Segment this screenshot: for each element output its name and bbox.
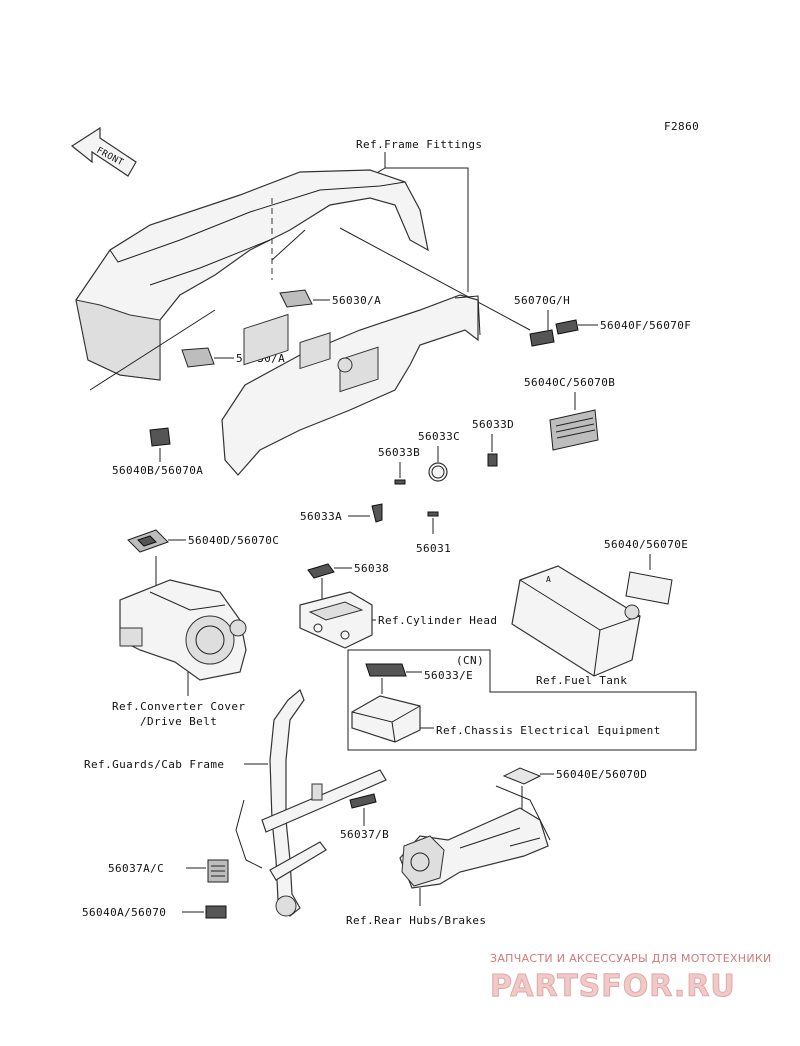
label-56033c: 56033C [418,430,460,443]
cylinder-head [299,591,373,649]
decal-56030a-top [279,289,313,308]
label-56040d: 56040D/56070C [188,534,279,547]
decal-56040f [555,319,579,335]
label-ref-conv-1: Ref.Converter Cover [112,700,245,713]
decal-56031 [427,511,439,517]
chassis-electrical-box [351,695,421,743]
fuel-tank: A [511,565,641,677]
label-cn: (CN) [456,654,484,667]
label-56040f: 56040F/56070F [600,319,691,332]
dashboard-cowl [75,169,429,381]
label-56030a-top: 56030/A [332,294,381,307]
decal-56033a [371,503,383,523]
instrument-panel [221,294,481,476]
watermark-brand: PARTSFOR.RU [490,969,736,1004]
seal-56033c [428,462,448,482]
label-56040b: 56040B/56070A [112,464,203,477]
label-56037ac: 56037A/C [108,862,164,875]
figure-code: F2860 [664,120,699,133]
label-56031: 56031 [416,542,451,555]
label-56033a: 56033A [300,510,342,523]
cn-bracket [347,649,697,751]
svg-text:A: A [546,575,551,584]
decal-56037ac [207,859,229,883]
decal-56030a-left [181,347,215,368]
label-ref-guards: Ref.Guards/Cab Frame [84,758,224,771]
rear-hub-assembly [399,785,551,889]
decal-56033d [487,453,498,467]
decal-56040e-d [502,767,542,785]
decal-56038 [307,563,335,579]
cab-frame [235,689,387,917]
label-ref-fuel-tank: Ref.Fuel Tank [536,674,627,687]
label-56033d: 56033D [472,418,514,431]
decal-56037b [349,793,377,809]
decal-56040e-top [625,571,673,605]
label-56038: 56038 [354,562,389,575]
label-ref-conv-2: /Drive Belt [140,715,217,728]
label-56040a: 56040A/56070 [82,906,166,919]
decal-56040b [149,427,171,447]
label-ref-frame-fittings: Ref.Frame Fittings [356,138,482,151]
label-56070gh: 56070G/H [514,294,570,307]
decal-56033e [365,663,407,677]
label-56040e-d: 56040E/56070D [556,768,647,781]
decal-56040a [205,905,227,919]
label-56033e: 56033/E [424,669,473,682]
front-arrow-icon: FRONT [70,126,137,177]
label-56040e-top: 56040/56070E [604,538,688,551]
label-ref-chassis: Ref.Chassis Electrical Equipment [436,724,661,737]
label-56033b: 56033B [378,446,420,459]
label-ref-rear-hubs: Ref.Rear Hubs/Brakes [346,914,486,927]
watermark-tagline: ЗАПЧАСТИ И АКСЕССУАРЫ ДЛЯ МОТОТЕХНИКИ [490,952,772,965]
decal-56040d [127,529,169,553]
label-ref-cyl-head: Ref.Cylinder Head [378,614,497,627]
leader-frame-fittings [384,152,469,292]
converter-cover [119,579,247,681]
label-56040c: 56040C/56070B [524,376,615,389]
decal-56033b [394,479,406,485]
decal-56040c [549,409,599,451]
label-56037b: 56037/B [340,828,389,841]
decal-56070gh [529,329,555,347]
